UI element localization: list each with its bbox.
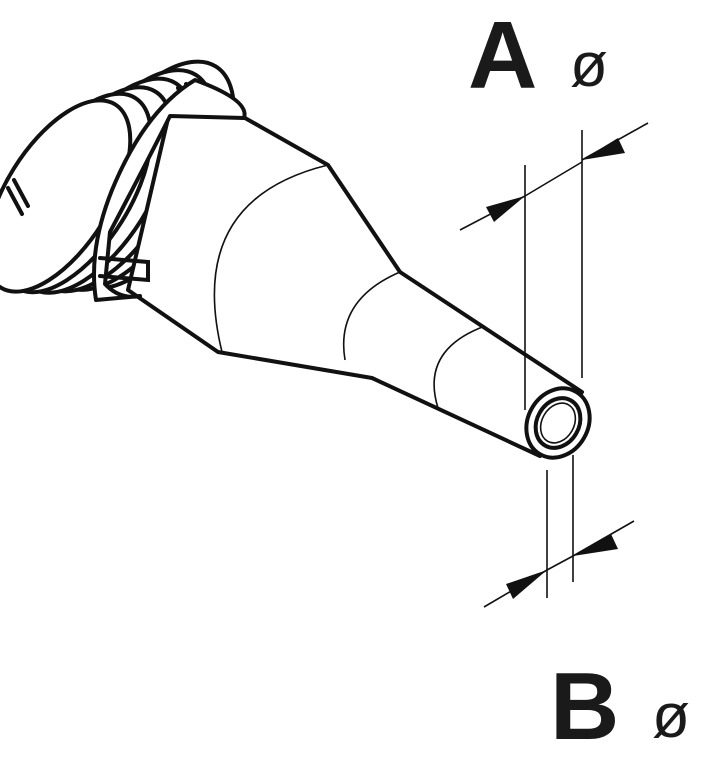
nozzle-tip	[524, 386, 592, 460]
label-b: B ø	[550, 653, 690, 760]
arrowhead-icon	[486, 196, 525, 222]
arrowhead-icon	[582, 138, 625, 160]
arrowhead-icon	[573, 534, 618, 556]
dimension-b	[483, 455, 635, 608]
nozzle-body	[92, 78, 584, 458]
label-a: A ø	[468, 2, 608, 109]
dimension-a	[459, 122, 649, 410]
label-b-diameter-symbol: ø	[652, 682, 690, 751]
label-b-letter: B	[550, 653, 619, 760]
label-a-diameter-symbol: ø	[570, 31, 608, 100]
label-a-letter: A	[468, 2, 537, 109]
arrowhead-icon	[506, 570, 547, 599]
